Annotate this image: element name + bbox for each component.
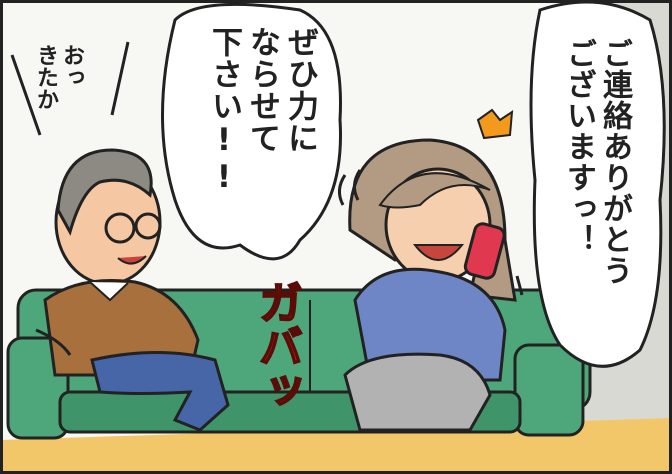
man-figure [35, 148, 230, 432]
motion-mark [338, 174, 347, 206]
motion-mark [515, 275, 524, 296]
sound-effect: ガバッ [250, 279, 303, 413]
motion-mark [353, 169, 362, 201]
speech-right: ご連絡ありがとう ございますっ！ [561, 38, 632, 286]
speech-center: ぜひ力に ならせて 下さい!! [206, 26, 318, 196]
man-text-line-right [110, 41, 130, 116]
woman-figure [343, 0, 517, 432]
speech-bubble-right [529, 0, 666, 368]
speech-man: おっ きたか [33, 44, 84, 110]
man-text-line-left [10, 54, 42, 136]
surprise-mark [476, 108, 514, 140]
speech-bubble-center [161, 2, 342, 261]
